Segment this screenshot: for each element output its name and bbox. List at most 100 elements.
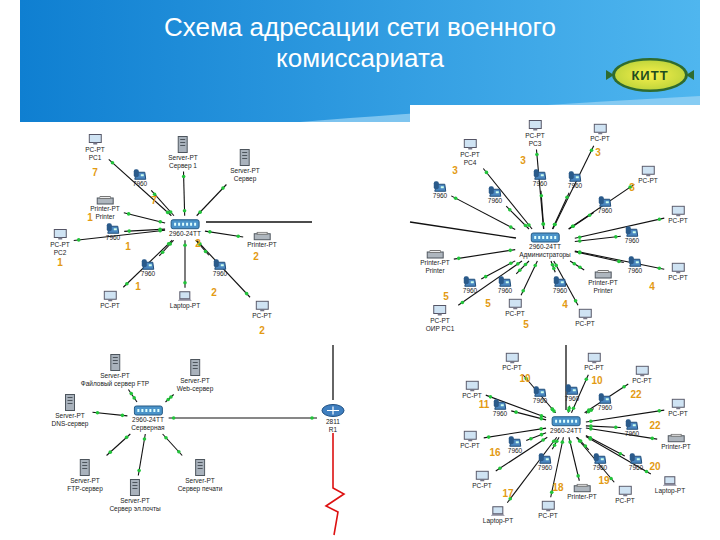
device-icon: [489, 186, 501, 196]
switch-node: 2960-24TTАдминистраторы: [517, 231, 573, 259]
device-label: 2960-24TT: [169, 230, 201, 238]
network-link: [575, 251, 664, 269]
network-link: [570, 261, 584, 270]
device-icon: [142, 259, 154, 269]
device-icon: [594, 270, 612, 279]
device-icon: [107, 223, 119, 233]
logo-emblem: [606, 58, 694, 92]
link-light: [622, 385, 626, 389]
ip-phone-node: 7960: [623, 417, 641, 439]
device-label: 7960: [533, 180, 547, 188]
device-label: PC-PT: [668, 410, 688, 418]
network-link: [585, 384, 629, 413]
link-light: [245, 292, 249, 296]
network-link: [138, 434, 145, 476]
callout-number: 5: [485, 298, 491, 309]
network-link: [575, 252, 624, 263]
link-light: [454, 196, 458, 200]
link-light: [111, 161, 115, 165]
device-icon: [554, 276, 566, 286]
pc-node: PC-PT: [613, 484, 637, 506]
link-light: [658, 409, 662, 413]
device-icon: [179, 137, 188, 153]
device-icon: [134, 169, 146, 179]
link-light: [587, 408, 591, 412]
ip-phone-node: 7960: [506, 434, 524, 456]
server-node: Server-PTСервер печати: [176, 458, 225, 493]
device-icon: [321, 404, 345, 418]
device-label: 7960: [106, 234, 120, 242]
device-label: 7960: [213, 270, 227, 278]
device-icon: [594, 124, 606, 134]
ip-phone-node: 7960: [626, 254, 644, 276]
link-light: [183, 209, 187, 213]
link-light: [614, 425, 618, 429]
device-icon: [628, 255, 642, 267]
pc-node: PC-PT: [250, 299, 274, 321]
server-node: Server-PTСервер: [228, 148, 262, 183]
link-light: [539, 427, 543, 431]
device-label: PC-PT: [590, 135, 610, 143]
link-light: [552, 439, 556, 443]
device-icon: [493, 398, 507, 410]
pc-node: PC-PT: [636, 164, 660, 186]
device-icon: [178, 136, 189, 154]
link-light: [553, 443, 557, 447]
link-light: [489, 395, 493, 399]
device-icon: [433, 180, 447, 192]
device-label: PC-PT: [525, 132, 545, 140]
pc-node: PC-PTОИР PC1: [424, 304, 457, 333]
link-light: [498, 466, 502, 470]
link-light: [125, 282, 129, 286]
link-light: [589, 419, 593, 423]
device-icon: [671, 205, 685, 217]
device-icon: [534, 386, 546, 396]
device-icon: [618, 485, 632, 497]
link-light: [172, 416, 176, 420]
server-node: Server-PTСервер эл.почты: [107, 478, 162, 513]
network-link: [163, 434, 183, 456]
link-light: [571, 224, 575, 228]
link-light: [574, 299, 578, 303]
pc-node: PC-PT: [666, 397, 690, 419]
device-icon: [110, 354, 121, 372]
device-icon: [542, 501, 554, 511]
link-light: [167, 242, 171, 246]
device-label: Printer-PT: [661, 443, 691, 451]
link-light: [541, 438, 545, 442]
network-link: [586, 436, 625, 457]
device-label: 2960-24TT: [529, 243, 561, 251]
device-label: Laptop-PT: [655, 487, 685, 495]
ip-phone-node: 7960: [566, 169, 584, 191]
device-label: Printer: [95, 213, 114, 221]
callout-number: 22: [630, 389, 641, 400]
link-light: [127, 212, 131, 216]
link-light: [614, 235, 618, 239]
pc-node: PC-PT: [573, 307, 597, 329]
device-icon: [672, 399, 684, 409]
device-icon: [553, 275, 567, 287]
link-light: [108, 450, 112, 454]
link-light: [158, 220, 162, 224]
pc-node: PC-PT: [458, 429, 482, 451]
link-light: [572, 406, 576, 410]
device-label: Server-PT: [185, 477, 215, 485]
device-icon: [552, 417, 580, 426]
link-light: [578, 439, 582, 443]
device-icon: [629, 452, 643, 464]
link-light: [541, 222, 545, 226]
link-light: [553, 223, 557, 227]
device-icon: [663, 477, 677, 486]
link-light: [571, 224, 575, 228]
device-label: Server-PT: [100, 372, 130, 380]
ip-phone-node: 7960: [531, 167, 549, 189]
network-link: [123, 240, 172, 287]
ip-phone-node: 7960: [131, 167, 149, 189]
callout-number: 1: [57, 257, 63, 268]
device-icon: [539, 453, 551, 463]
network-link: [169, 417, 317, 418]
device-label: PC-PT: [460, 442, 480, 450]
device-icon: [579, 309, 591, 319]
ip-phone-node: 7960: [139, 257, 157, 279]
